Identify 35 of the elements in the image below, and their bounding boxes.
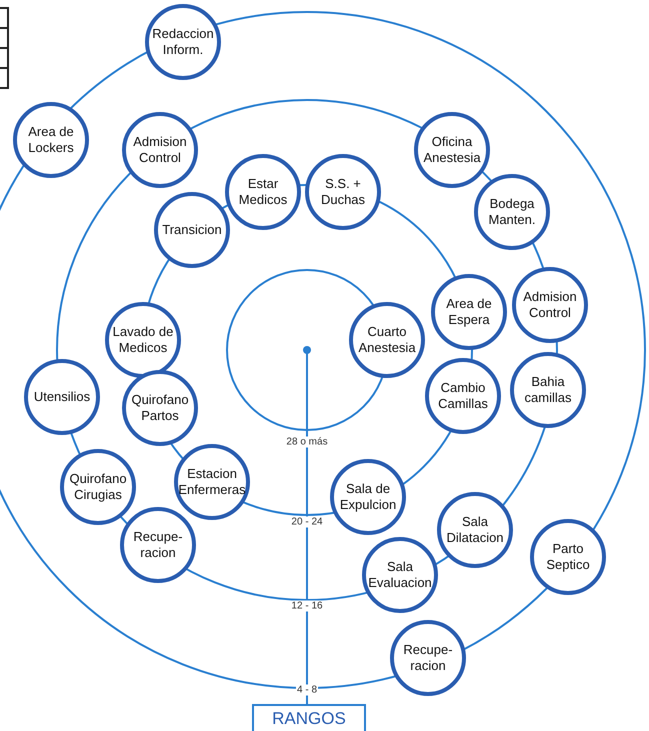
room-name: Area de Espera [445, 296, 493, 328]
room-name: S.S. + Duchas [320, 176, 366, 208]
room-name: Cambio Camillas [437, 380, 489, 412]
room-name: Oficina Anestesia [422, 134, 482, 166]
room-name: Utensilios [32, 389, 92, 405]
room-name: Bodega Manten. [488, 196, 536, 228]
room-circle [120, 507, 196, 583]
room-name: Quirofano Partos [130, 392, 190, 424]
room-name: Transicion [161, 222, 223, 238]
range-label: 20 - 24 [290, 516, 324, 528]
room-name: Sala Evaluacion [367, 559, 433, 591]
room-name: Recupe- racion [402, 642, 454, 674]
scale-title: RANGOS [272, 709, 346, 729]
room-name: Estar Medicos [238, 176, 288, 208]
room-name: Lavado de Medicos [112, 324, 174, 356]
room-name: Bahia camillas [524, 374, 572, 406]
room-name: Redaccion Inform. [151, 26, 215, 58]
room-name: Parto Septico [545, 541, 591, 573]
room-name: Cuarto Anestesia [357, 324, 417, 356]
range-label: 12 - 16 [290, 600, 324, 612]
room-circle [60, 449, 136, 525]
room-name: Recupe- racion [132, 529, 184, 561]
room-name: Admision Control [522, 289, 578, 321]
range-label: 4 - 8 [296, 684, 318, 696]
room-circle [414, 112, 490, 188]
room-name: Quirofano Cirugias [68, 471, 128, 503]
range-label: 28 o más [285, 436, 329, 448]
scale-box [252, 704, 366, 731]
room-name: Sala Dilatacion [445, 514, 505, 546]
room-name: Sala de Expulcion [338, 481, 398, 513]
room-name: Admision Control [132, 134, 188, 166]
room-circle [474, 174, 550, 250]
room-circle [174, 444, 250, 520]
room-name: Estacion Enfermeras [178, 466, 246, 498]
room-name: Area de Lockers [27, 124, 75, 156]
